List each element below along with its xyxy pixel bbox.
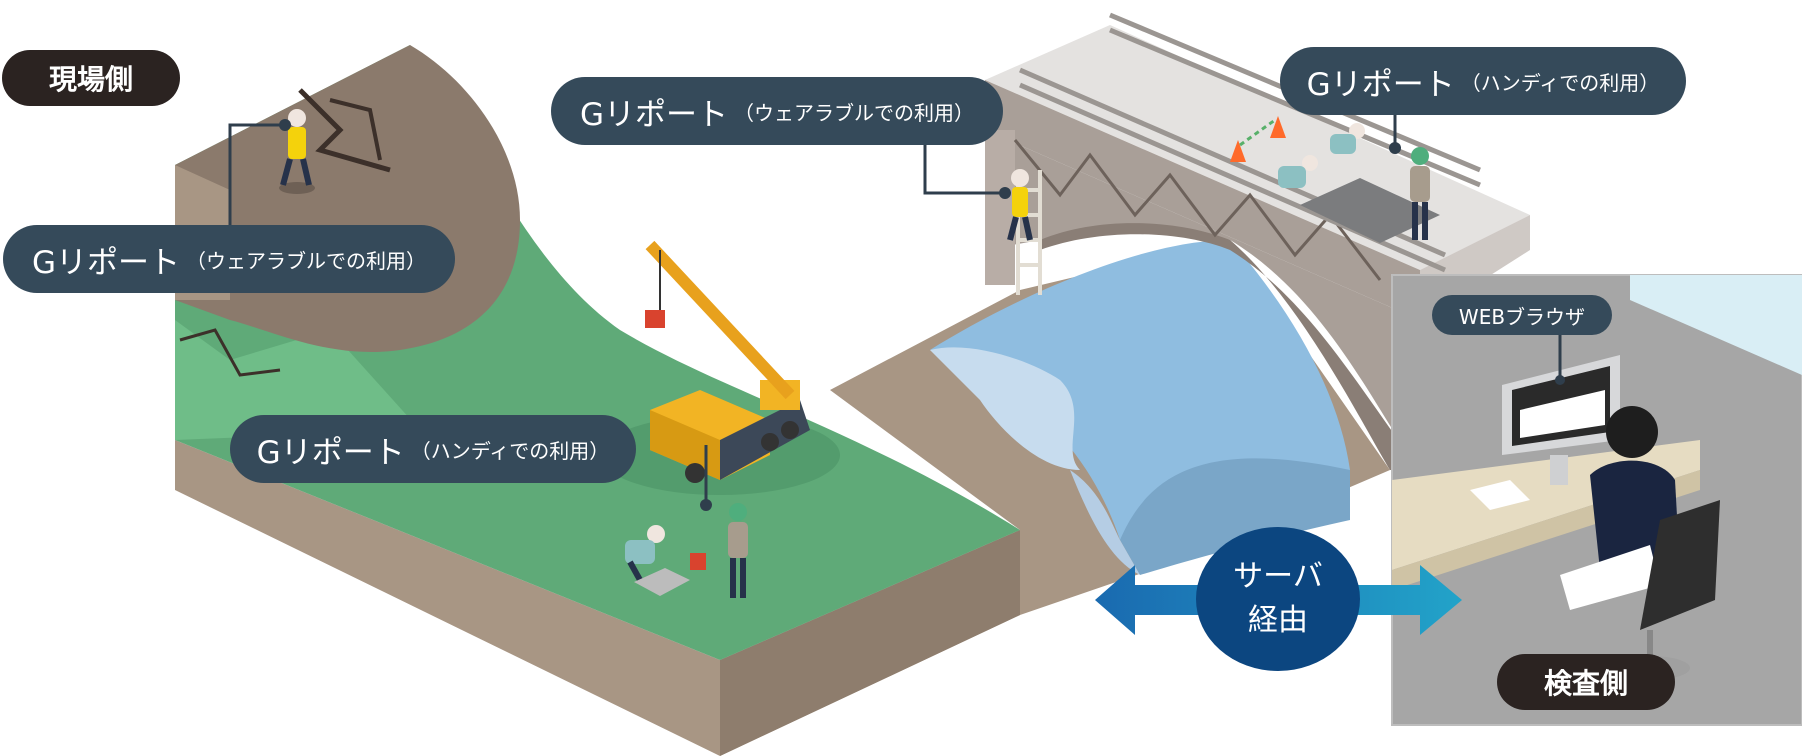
g-report-text: Gリポート bbox=[1306, 66, 1455, 103]
server-text-line2: 経由 bbox=[1248, 603, 1308, 638]
handy-use-text: （ハンディでの利用） bbox=[410, 438, 610, 463]
monitor-icon bbox=[1502, 355, 1620, 485]
g-report-handy-label-ground: Gリポート （ハンディでの利用） bbox=[230, 415, 636, 483]
g-report-text: Gリポート bbox=[256, 434, 405, 471]
inspection-side-text: 検査側 bbox=[1543, 667, 1628, 700]
crane-truck-icon bbox=[600, 240, 840, 495]
traffic-cone-icon bbox=[1230, 116, 1286, 162]
server-hub: サーバ 経由 bbox=[1196, 527, 1360, 671]
web-browser-label: WEBブラウザ bbox=[1432, 295, 1612, 335]
operator-icon bbox=[1560, 406, 1720, 680]
server-text-line1: サーバ bbox=[1233, 559, 1323, 594]
connector-lines bbox=[228, 110, 1562, 505]
wearable-use-text: （ウェアラブルでの利用） bbox=[186, 248, 427, 273]
wearable-use-text: （ウェアラブルでの利用） bbox=[734, 100, 975, 125]
g-report-wearable-label-hill: Gリポート （ウェアラブルでの利用） bbox=[3, 225, 455, 293]
g-report-text: Gリポート bbox=[31, 244, 181, 281]
web-browser-text: WEBブラウザ bbox=[1458, 304, 1586, 329]
inspection-side-label: 検査側 bbox=[1497, 654, 1675, 710]
office-scene bbox=[1391, 274, 1802, 726]
g-report-wearable-label-bridge: Gリポート （ウェアラブルでの利用） bbox=[551, 77, 1003, 145]
g-report-handy-label-bridge: Gリポート （ハンディでの利用） bbox=[1280, 47, 1686, 115]
site-side-text: 現場側 bbox=[48, 63, 133, 96]
g-report-text: Gリポート bbox=[579, 96, 729, 133]
bridge-icon bbox=[985, 12, 1530, 470]
worker-icon bbox=[279, 109, 1430, 598]
site-side-label: 現場側 bbox=[2, 50, 180, 106]
connector-dots bbox=[279, 119, 1565, 511]
handy-use-text: （ハンディでの利用） bbox=[1460, 70, 1660, 95]
